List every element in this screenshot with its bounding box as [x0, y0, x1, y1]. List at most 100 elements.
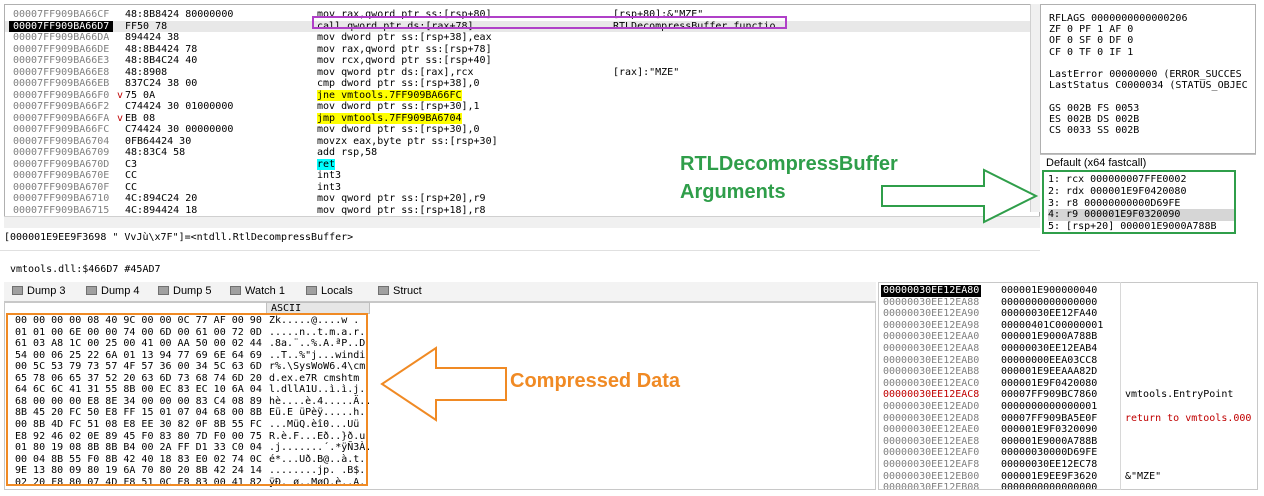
stack-address: 00000030EE12EA88: [883, 296, 980, 308]
dump-hex-row[interactable]: 8B 45 20 FC 50 E8 FF 15 01 07 04 68 00 8…: [15, 407, 262, 419]
dump-ascii-row[interactable]: R.è.F...Eð..}ð.u: [269, 430, 366, 442]
dump-hex-row[interactable]: 01 01 00 6E 00 00 74 00 6D 00 61 00 72 0…: [15, 326, 262, 338]
tab-dump-3[interactable]: Dump 3: [12, 285, 66, 297]
dump-hex-row[interactable]: 68 00 00 00 E8 8E 34 00 00 00 83 C4 08 8…: [15, 395, 262, 407]
tab-dump-4[interactable]: Dump 4: [86, 285, 140, 297]
dump-ascii-row[interactable]: .j.......´.*ÿÑ3À.: [269, 442, 372, 454]
rtl-annotation: RTLDecompressBuffer Arguments: [680, 150, 898, 206]
dump-hex-row[interactable]: 61 03 A8 1C 00 25 00 41 00 AA 50 00 02 4…: [15, 338, 262, 350]
register-line: RFLAGS 0000000000000206: [1049, 13, 1188, 24]
dump-ascii-row[interactable]: é*...Uð.B@..à.t.: [269, 453, 366, 465]
stack-address: 00000030EE12EAE0: [883, 424, 980, 436]
stack-value: 000001E9EE9F3620: [1001, 470, 1098, 482]
stack-address: 00000030EE12EAC8: [883, 389, 980, 401]
call-arg-line[interactable]: 2: rdx 000001E9F0420080: [1048, 185, 1187, 197]
tab-locals[interactable]: Locals: [306, 285, 353, 297]
dump-ascii-row[interactable]: Zk.....@....w .: [269, 315, 360, 326]
dump-ascii-row[interactable]: .....n..t.m.a.r.: [269, 326, 366, 338]
stack-value: 00000030EE12EC78: [1001, 459, 1098, 470]
dump-ascii-row[interactable]: .8a.¨..%.A.ªP..D: [269, 338, 366, 350]
dump-hex-row[interactable]: 02 20 F8 80 07 4D F8 51 0C E8 83 00 41 8…: [15, 476, 262, 488]
dump-hex-row[interactable]: 01 80 19 08 8B 8B B4 00 2A FF D1 33 C0 0…: [15, 442, 262, 454]
dump-hex-row[interactable]: 00 00 00 00 08 40 9C 00 00 0C 77 AF 00 9…: [15, 315, 262, 326]
stack-value: 00000000EEA03CC8: [1001, 354, 1098, 366]
disasm-instruction: mov rax,qword ptr ss:[rsp+78]: [317, 43, 492, 55]
tab-label: Locals: [321, 285, 353, 297]
stack-value: 00000030EE12FA40: [1001, 308, 1098, 320]
call-arg-line[interactable]: 5: [rsp+20] 000001E9000A788B: [1048, 221, 1217, 233]
rtl-annotation-line2: Arguments: [680, 181, 786, 203]
compressed-arrow-icon: [380, 346, 507, 422]
dump-hex-row[interactable]: 9E 13 80 09 80 19 6A 70 80 20 8B 42 24 1…: [15, 465, 262, 477]
call-arg-line[interactable]: 1: rcx 000000007FFE0002: [1048, 174, 1187, 185]
dump-ascii-row[interactable]: ........jp. .B$.: [269, 465, 366, 477]
disasm-instruction: mov rax,qword ptr ss:[rsp+80]: [317, 9, 492, 20]
dump-ascii-row[interactable]: ÿÐ. ø..MøQ.è..A.: [269, 476, 366, 488]
dump-ascii-row[interactable]: l.dllA1U..ì.ì.j.: [269, 384, 366, 396]
dump-ascii-row[interactable]: d.ex.e7R cmshtm: [269, 372, 360, 384]
dump-hex-row[interactable]: 00 8B 4D FC 51 08 E8 EE 30 82 0F 8B 55 F…: [15, 418, 262, 430]
tab-dump-5[interactable]: Dump 5: [158, 285, 212, 297]
dump-ascii-row[interactable]: Eü.E üPèÿ.....h.: [269, 407, 366, 419]
dump-hex-row[interactable]: 65 78 06 65 37 52 20 63 6D 73 68 74 6D 2…: [15, 372, 262, 384]
dump-ascii-row[interactable]: ..T..%"j...windi: [269, 349, 366, 361]
dump-hex-row[interactable]: E8 92 46 02 0E 89 45 F0 83 80 7D F0 00 7…: [15, 430, 262, 442]
info-separator: [0, 250, 1040, 251]
disassembly-vscrollbar[interactable]: [1030, 4, 1040, 212]
disassembly-hscrollbar[interactable]: [4, 216, 1040, 228]
dump-ascii-row[interactable]: ...MüQ.èî0...Uü: [269, 418, 360, 430]
call-arg-line[interactable]: 3: r8 00000000000D69FE: [1048, 197, 1181, 209]
tab-struct[interactable]: Struct: [378, 285, 422, 297]
call-arg-line[interactable]: 4: r9 000001E9F0320090: [1048, 209, 1234, 221]
dump-hex-row[interactable]: 00 04 8B 55 F0 8B 42 40 18 83 E0 02 74 0…: [15, 453, 262, 465]
dump-hex-row[interactable]: 64 6C 6C 41 31 55 8B 00 EC 83 EC 10 6A 0…: [15, 384, 262, 396]
stack-value: 00000401C00000001: [1001, 319, 1104, 331]
dump-ascii-row[interactable]: hè....è.4.....Ä..: [269, 395, 372, 407]
dump-hex-row[interactable]: 00 5C 53 79 73 57 4F 57 36 00 34 5C 63 6…: [15, 361, 262, 373]
disasm-comment: RTLDecompressBuffer functio: [613, 20, 776, 32]
stack-address: 00000030EE12EAC0: [883, 377, 980, 389]
dump-hex-row[interactable]: 54 00 06 25 22 6A 01 13 94 77 69 6E 64 6…: [15, 349, 262, 361]
dump-ascii-row[interactable]: r%.\SysWoW6.4\cm: [269, 361, 366, 373]
tab-watch-1[interactable]: Watch 1: [230, 285, 285, 297]
